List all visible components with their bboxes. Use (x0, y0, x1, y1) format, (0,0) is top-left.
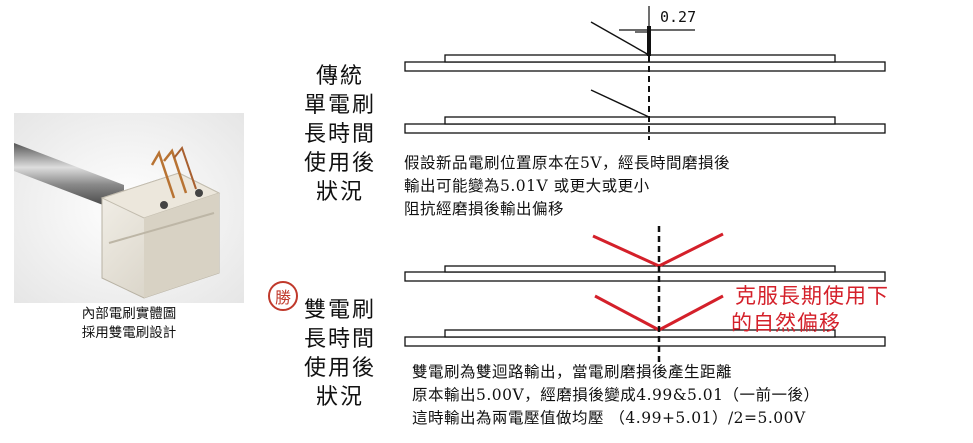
photo-caption-line: 內部電刷實體圖 (81, 306, 177, 322)
traditional-label-line: 單電刷 (303, 93, 376, 118)
dual-label-line: 狀況 (315, 385, 364, 410)
dual-label-line: 長時間 (303, 327, 376, 352)
traditional-label-line: 狀況 (315, 180, 364, 205)
dual-description: 雙電刷為雙迴路輸出，當電刷磨損後產生距離 原本輸出5.00V，經磨損後變成4.9… (412, 361, 820, 430)
dual-label-line: 使用後 (303, 356, 376, 381)
wear-measurement: 0.27 (660, 8, 697, 26)
dual-brush-v-top (592, 232, 724, 268)
top-plate (404, 54, 886, 72)
traditional-label-line: 長時間 (303, 122, 376, 147)
single-brush-diagram (404, 6, 886, 140)
traditional-description-line: 假設新品電刷位置原本在5V，經長時間磨損後 (404, 154, 731, 172)
traditional-description-line: 輸出可能變為5.01V 或更大或更小 (404, 177, 650, 195)
dual-description-line: 這時輸出為兩電壓值做均壓 （4.99+5.01）/2=5.00V (412, 409, 806, 427)
dual-label-line: 雙電刷 (303, 298, 376, 323)
photo-caption-line: 採用雙電刷設計 (81, 325, 177, 341)
dual-red-note-line: 克服長期使用下 (735, 284, 889, 308)
dual-description-line: 原本輸出5.00V，經磨損後變成4.99&5.01（一前一後） (412, 386, 820, 404)
traditional-label-line: 傳統 (315, 64, 364, 89)
dual-description-line: 雙電刷為雙迴路輸出，當電刷磨損後產生距離 (412, 363, 733, 381)
traditional-label-line: 使用後 (303, 151, 376, 176)
win-stamp: 勝 (268, 281, 298, 311)
traditional-description-line: 阻抗經磨損後輸出偏移 (404, 200, 565, 218)
dual-brush-v-bottom (594, 294, 724, 332)
traditional-label: 傳統 單電刷 長時間 使用後 狀況 (290, 62, 390, 207)
dual-brush-diagram (404, 226, 886, 362)
traditional-description: 假設新品電刷位置原本在5V，經長時間磨損後 輸出可能變為5.01V 或更大或更小… (404, 152, 730, 221)
brush-photo (14, 113, 244, 303)
dual-red-note-line: 的自然偏移 (731, 311, 841, 335)
dual-label: 雙電刷 長時間 使用後 狀況 (290, 296, 390, 412)
bottom-plate (404, 116, 886, 134)
photo-caption: 內部電刷實體圖 採用雙電刷設計 (14, 305, 244, 343)
top-plate (404, 265, 886, 282)
dual-red-note: 克服長期使用下 的自然偏移 (731, 283, 889, 337)
bottom-plate (404, 329, 886, 347)
